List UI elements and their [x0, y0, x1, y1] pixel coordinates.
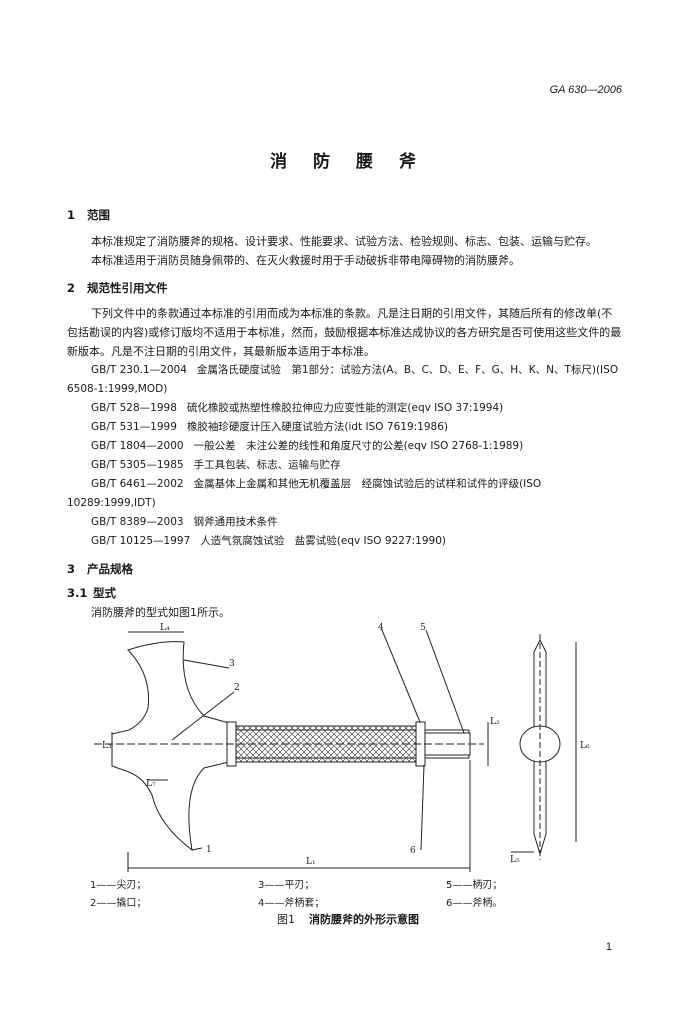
label-L3: L₃ — [102, 741, 112, 751]
reference-code: GB/T 8389—2003 — [91, 516, 184, 528]
reference-title: 硫化橡胶或热塑性橡胶拉伸应力应变性能的测定(eqv ISO 37:1994) — [186, 402, 504, 414]
page-number: 1 — [605, 941, 612, 953]
legend-column-1: 1——尖刃； 2——撬口； — [90, 877, 146, 913]
section-2-heading: 2 规范性引用文件 — [67, 280, 168, 296]
section-3-heading: 3 产品规格 — [67, 561, 133, 577]
label-n1: 1 — [206, 845, 212, 855]
label-n5: 5 — [420, 623, 426, 633]
section-title: 产品规格 — [87, 562, 133, 576]
reference-title: 人造气氛腐蚀试验 盐雾试验(eqv ISO 9227:1990) — [200, 535, 446, 547]
subsection-3-1-heading: 3.1 型式 — [67, 585, 116, 601]
subsection-number: 3.1 — [67, 586, 88, 600]
label-L4: L₄ — [160, 623, 170, 633]
reference-title: 金属基体上金属和其他无机覆盖层 经腐蚀试验后的试样和试件的评级(ISO 1028… — [67, 478, 542, 509]
reference-code: GB/T 6461—2002 — [91, 478, 184, 490]
legend-column-2: 3——平刃； 4——斧柄套； — [258, 877, 324, 913]
legend-item: 5——柄刃； — [446, 880, 503, 891]
reference-code: GB/T 5305—1985 — [91, 459, 184, 471]
reference-title: 手工具包装、标志、运输与贮存 — [193, 459, 341, 471]
legend-item: 1——尖刃； — [90, 880, 147, 891]
section-1-heading: 1 范围 — [67, 207, 110, 223]
label-L1: L₁ — [306, 857, 316, 867]
figure-title: 消防腰斧的外形示意图 — [309, 913, 419, 926]
document-title: 消 防 腰 斧 — [270, 152, 426, 172]
label-L7: L₇ — [146, 779, 156, 789]
label-L6: L₆ — [580, 741, 590, 751]
label-n2: 2 — [234, 683, 240, 693]
reference-item: GB/T 5305—1985 手工具包装、标志、运输与贮存 — [67, 456, 627, 475]
axe-head — [111, 641, 230, 852]
reference-code: GB/T 10125—1997 — [91, 535, 191, 547]
label-n4: 4 — [378, 623, 384, 633]
reference-item: GB/T 531—1999 橡胶袖珍硬度计压入硬度试验方法(idt ISO 761… — [67, 418, 627, 437]
section-title: 规范性引用文件 — [87, 281, 168, 295]
standard-code: GA 630—2006 — [549, 84, 622, 96]
section-2-intro: 下列文件中的条款通过本标准的引用而成为本标准的条款。凡是注日期的引用文件，其随后… — [67, 307, 622, 358]
legend-item: 4——斧柄套； — [258, 898, 325, 909]
reference-title: 钢斧通用技术条件 — [193, 516, 278, 528]
legend-column-3: 5——柄刃； 6——斧柄。 — [446, 877, 502, 913]
axe-diagram: L₄ 3 2 L₃ L₇ 1 L₁ 4 5 L₂ 6 L₆ L₅ — [94, 623, 590, 872]
legend-item: 3——平刃； — [258, 880, 315, 891]
section-number: 3 — [67, 562, 76, 576]
reference-code: GB/T 531—1999 — [91, 421, 177, 433]
label-n6: 6 — [410, 846, 416, 856]
section-number: 1 — [67, 208, 76, 222]
reference-title: 一般公差 未注公差的线性和角度尺寸的公差(eqv ISO 2768-1:1989… — [193, 440, 524, 452]
figure-number: 图1 — [277, 913, 295, 926]
subsection-title: 型式 — [93, 586, 116, 600]
section-number: 2 — [67, 281, 76, 295]
label-n3: 3 — [229, 659, 235, 669]
section-title: 范围 — [87, 208, 110, 222]
reference-item: GB/T 1804—2000 一般公差 未注公差的线性和角度尺寸的公差(eqv I… — [67, 437, 627, 456]
legend-item: 6——斧柄。 — [446, 898, 503, 909]
reference-code: GB/T 1804—2000 — [91, 440, 184, 452]
label-L2: L₂ — [490, 717, 500, 727]
subsection-3-1-para: 消防腰斧的型式如图1所示。 — [91, 606, 230, 619]
section-1-para-2: 本标准适用于消防员随身佩带的、在灭火救援时用于手动破拆非带电障碍物的消防腰斧。 — [91, 254, 520, 267]
reference-item: GB/T 528—1998 硫化橡胶或热塑性橡胶拉伸应力应变性能的测定(eqv I… — [67, 399, 627, 418]
reference-code: GB/T 230.1—2004 — [91, 364, 187, 376]
label-L5: L₅ — [510, 855, 520, 865]
reference-code: GB/T 528—1998 — [91, 402, 177, 414]
legend-item: 2——撬口； — [90, 898, 147, 909]
reference-item: GB/T 8389—2003 钢斧通用技术条件 — [67, 513, 627, 532]
reference-title: 橡胶袖珍硬度计压入硬度试验方法(idt ISO 7619:1986) — [186, 421, 448, 433]
reference-title: 金属洛氏硬度试验 第1部分：试验方法(A、B、C、D、E、F、G、H、K、N、T… — [67, 364, 619, 395]
section-1-para-1: 本标准规定了消防腰斧的规格、设计要求、性能要求、试验方法、检验规则、标志、包装、… — [91, 235, 597, 248]
reference-item: GB/T 10125—1997 人造气氛腐蚀试验 盐雾试验(eqv ISO 922… — [67, 532, 627, 551]
figure-caption: 图1 消防腰斧的外形示意图 — [0, 911, 696, 927]
